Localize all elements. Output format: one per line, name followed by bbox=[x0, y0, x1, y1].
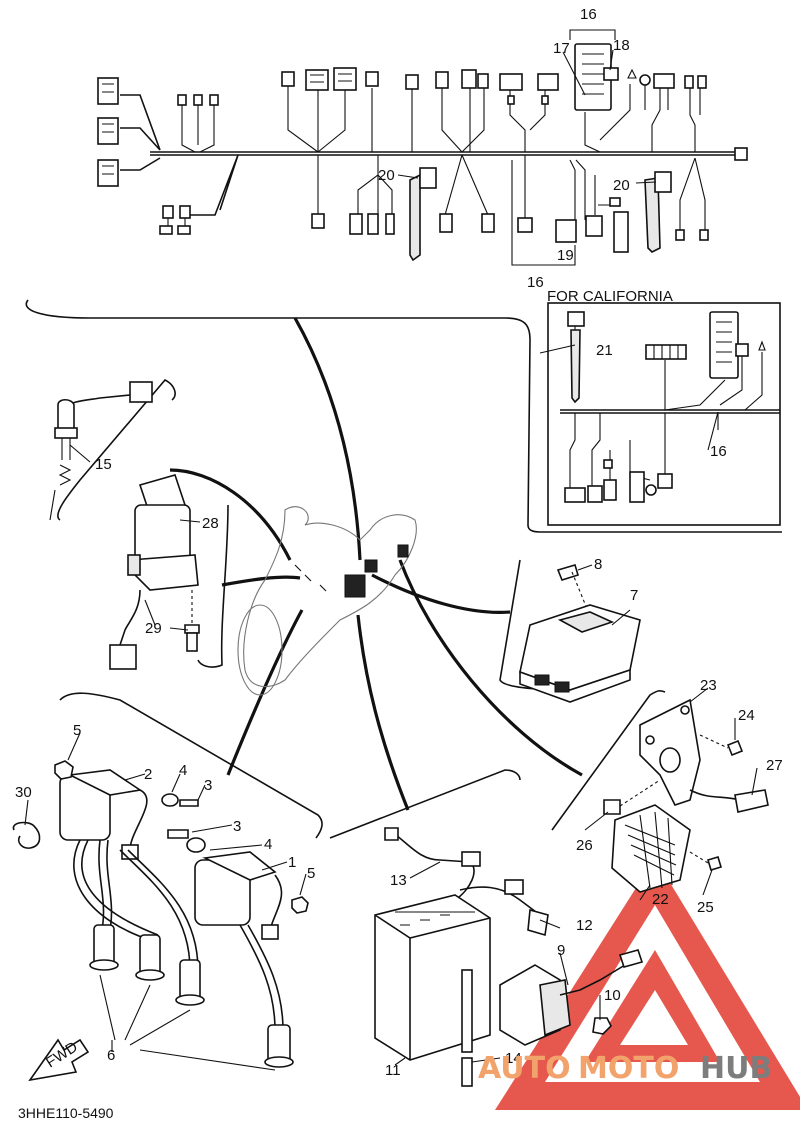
callout-16-california: 16 bbox=[710, 443, 727, 460]
callout-3-bottom: 3 bbox=[233, 818, 241, 835]
callout-19: 19 bbox=[557, 247, 574, 264]
callout-23: 23 bbox=[700, 677, 717, 694]
part-29-screw bbox=[184, 590, 200, 652]
callout-20-left: 20 bbox=[378, 167, 395, 184]
leader-lines bbox=[169, 468, 583, 811]
callout-29: 29 bbox=[145, 620, 162, 637]
callout-15: 15 bbox=[95, 456, 112, 473]
california-inset bbox=[547, 302, 781, 526]
part-10-nut bbox=[592, 1017, 612, 1035]
part-2-ignition-coil bbox=[59, 769, 148, 860]
callout-5-right: 5 bbox=[307, 865, 315, 882]
callout-26: 26 bbox=[576, 837, 593, 854]
part-25-bolt bbox=[689, 851, 722, 871]
callout-20-right: 20 bbox=[613, 177, 630, 194]
callout-3-top: 3 bbox=[204, 777, 212, 794]
callout-16-bottom: 16 bbox=[527, 274, 544, 291]
part-22-rectifier bbox=[611, 804, 691, 893]
watermark-text: AUTO MOTO HUB bbox=[478, 1051, 772, 1086]
group-outlines bbox=[25, 299, 782, 839]
callout-17: 17 bbox=[553, 40, 570, 57]
watermark-triangle bbox=[495, 858, 800, 1110]
callout-18: 18 bbox=[613, 37, 630, 54]
callout-5-left: 5 bbox=[73, 722, 81, 739]
part-27-connector bbox=[689, 789, 769, 813]
part-23-bracket bbox=[639, 698, 701, 806]
part-26-collar bbox=[603, 779, 661, 815]
fwd-arrow-icon: FWD bbox=[28, 1038, 90, 1082]
callout-leaders bbox=[24, 49, 758, 1066]
callout-labels: 16 17 18 20 20 19 16 21 16 15 28 29 8 7 … bbox=[15, 6, 783, 1079]
callout-27: 27 bbox=[766, 757, 783, 774]
part-9-starter-relay bbox=[499, 949, 644, 1046]
cable-tie-20-right bbox=[644, 171, 672, 253]
bracket-16-bottom bbox=[511, 160, 576, 266]
part-24-bolt bbox=[699, 734, 744, 757]
watermark-moto: MOTO bbox=[578, 1051, 679, 1086]
watermark-auto: AUTO bbox=[478, 1051, 571, 1086]
part-15-switch bbox=[49, 381, 153, 521]
callout-8: 8 bbox=[594, 556, 602, 573]
small-hardware-3-4-5 bbox=[12, 760, 309, 914]
callout-24: 24 bbox=[738, 707, 755, 724]
callout-16-top: 16 bbox=[580, 6, 597, 23]
part-14-breather-pipe bbox=[461, 969, 473, 1087]
callout-14: 14 bbox=[505, 1050, 522, 1067]
part-8-screw bbox=[556, 564, 613, 671]
callout-4-top: 4 bbox=[179, 762, 187, 779]
cable-tie-20-left bbox=[409, 167, 437, 262]
callout-11: 11 bbox=[385, 1062, 401, 1079]
callout-4-bottom: 4 bbox=[264, 836, 272, 853]
callout-12: 12 bbox=[576, 917, 593, 934]
section-title-california: FOR CALIFORNIA bbox=[547, 288, 673, 305]
callout-22: 22 bbox=[652, 891, 669, 908]
callout-28: 28 bbox=[202, 515, 219, 532]
bracket-16-top bbox=[569, 29, 616, 40]
part-28-main-switch bbox=[109, 474, 199, 670]
part-7-cdi-unit bbox=[519, 604, 641, 703]
callout-25: 25 bbox=[697, 899, 714, 916]
callout-9: 9 bbox=[557, 942, 565, 959]
callout-7: 7 bbox=[630, 587, 638, 604]
callout-13: 13 bbox=[390, 872, 407, 889]
callout-6: 6 bbox=[107, 1047, 115, 1064]
callout-1: 1 bbox=[288, 854, 296, 871]
motorcycle-frame-outline bbox=[237, 506, 417, 696]
watermark-hub: HUB bbox=[700, 1051, 772, 1086]
callout-2: 2 bbox=[144, 766, 152, 783]
callout-21: 21 bbox=[596, 342, 613, 359]
part-1-ignition-coil bbox=[194, 851, 283, 940]
callout-30: 30 bbox=[15, 784, 32, 801]
part-6-leaders bbox=[99, 974, 276, 1071]
callout-10: 10 bbox=[604, 987, 621, 1004]
part-12-battery-lead bbox=[459, 879, 549, 937]
drawing-code: 3HHE110-5490 bbox=[18, 1105, 114, 1121]
part-6-plug-caps bbox=[73, 839, 294, 1068]
wire-harness-main bbox=[97, 43, 748, 253]
